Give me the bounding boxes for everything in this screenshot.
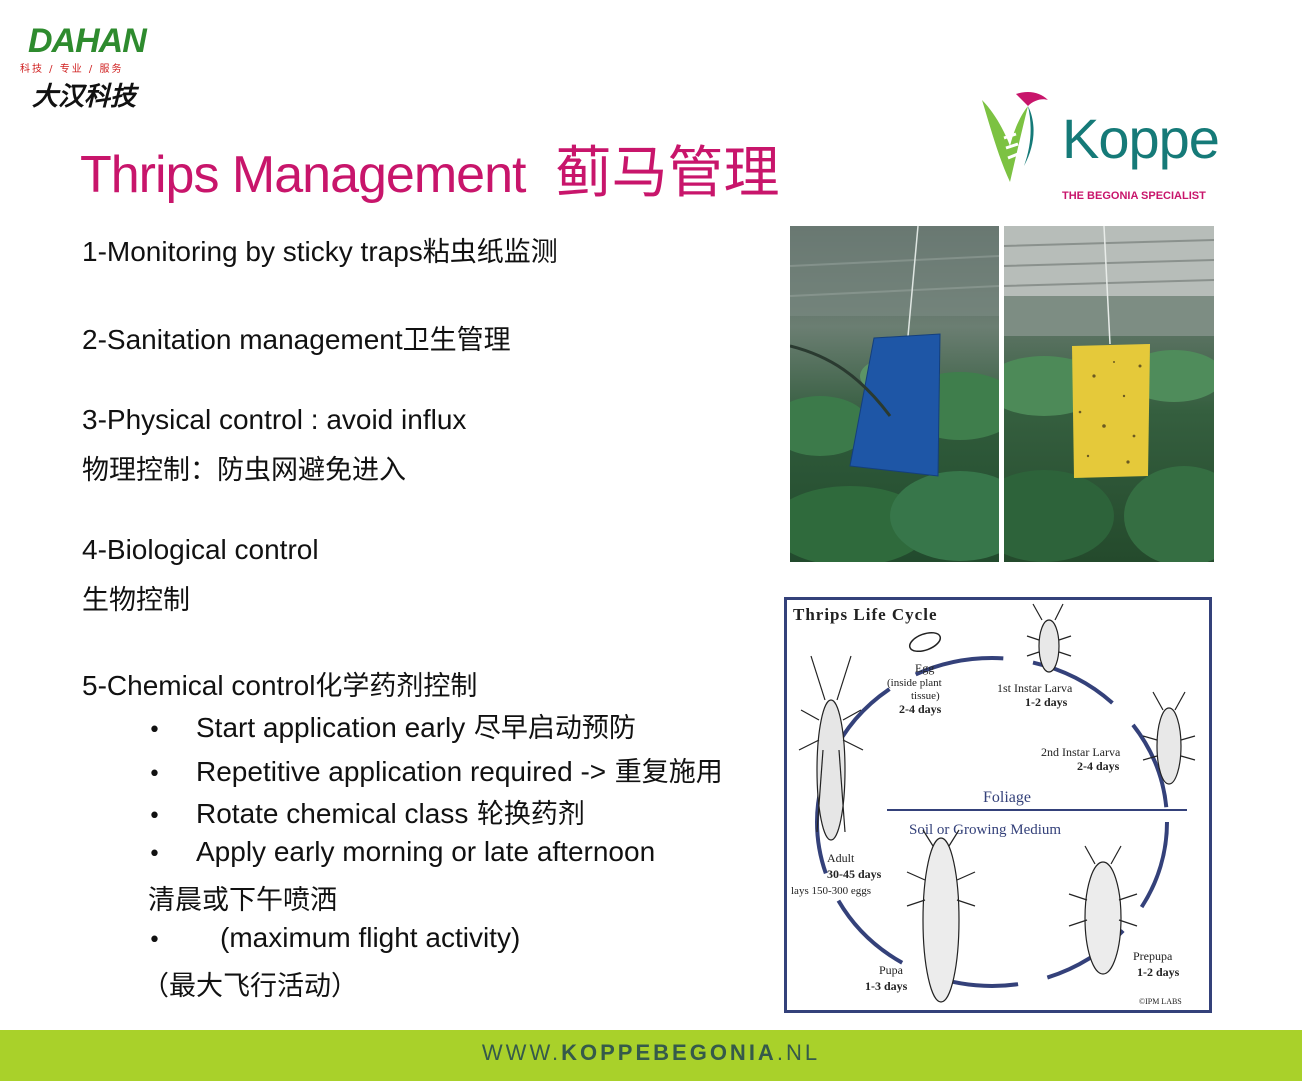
thrips-life-cycle-diagram: Thrips Life Cycle Foliage Soil or Growin… [784, 597, 1212, 1013]
label-egg-note2: tissue) [911, 690, 940, 702]
page-title-en: Thrips Management [80, 146, 526, 204]
dahan-logo-name: DAHAN [28, 22, 147, 60]
label-prepupa: Prepupa [1133, 949, 1173, 963]
bullet-icon: • [148, 762, 161, 787]
egg-icon [908, 631, 942, 653]
list-item-physical: 3-Physical control : avoid influx [82, 404, 467, 435]
page-title: Thrips Management 蓟马管理 [80, 128, 779, 209]
koppe-logo-name: Koppe [1062, 107, 1220, 170]
label-adult-days: 30-45 days [827, 867, 882, 881]
list-item-monitoring: 1-Monitoring by sticky traps粘虫纸监测 [82, 236, 558, 268]
label-adult-eggs: lays 150-300 eggs [791, 885, 871, 897]
footer-bar [0, 1030, 1302, 1081]
larva1-icon [1026, 603, 1072, 673]
label-soil: Soil or Growing Medium [909, 822, 1061, 838]
bullet-item-cn: （最大飞行活动） [142, 971, 358, 1002]
list-item-biological: 4-Biological control [82, 534, 319, 565]
photo-yellow-sticky-trap [1004, 226, 1214, 562]
prepupa-icon [1068, 845, 1138, 975]
dahan-logo-tagline: 科技 / 专业 / 服务 [20, 64, 124, 75]
list-item-biological-cn: 生物控制 [82, 585, 190, 616]
bullet-item: •Repetitive application required -> 重复施用 [148, 756, 723, 788]
bullet-item-cn: 清晨或下午喷洒 [148, 885, 337, 916]
photo-blue-sticky-trap [790, 226, 999, 562]
dahan-logo-cn: 大汉科技 [32, 82, 137, 112]
label-pupa: Pupa [879, 963, 904, 977]
bullet-item: •Apply early morning or late afternoon [148, 836, 656, 867]
koppe-logo-tagline: THE BEGONIA SPECIALIST [1062, 190, 1206, 202]
bullet-item: •Rotate chemical class 轮换药剂 [148, 798, 585, 830]
bullet-icon: • [148, 718, 161, 743]
lifecycle-title: Thrips Life Cycle [793, 605, 938, 624]
bullet-item: •(maximum flight activity) [148, 922, 521, 953]
label-larva1-days: 1-2 days [1025, 695, 1068, 709]
label-egg-days: 2-4 days [899, 702, 942, 716]
bullet-icon: • [148, 928, 161, 953]
koppe-leaf-icon [982, 92, 1048, 182]
label-adult: Adult [827, 851, 855, 865]
label-foliage: Foliage [983, 789, 1031, 806]
label-prepupa-days: 1-2 days [1137, 965, 1180, 979]
dahan-logo: DAHAN 科技 / 专业 / 服务 大汉科技 [18, 22, 168, 112]
list-item-chemical: 5-Chemical control化学药剂控制 [82, 670, 478, 702]
koppe-logo: Koppe THE BEGONIA SPECIALIST [976, 86, 1220, 206]
adult-thrips-icon [798, 655, 864, 841]
label-larva1: 1st Instar Larva [997, 681, 1073, 695]
list-item-physical-cn: 物理控制：防虫网避免进入 [82, 455, 406, 486]
label-egg: Egg [915, 661, 934, 675]
label-larva2-days: 2-4 days [1077, 759, 1120, 773]
label-larva2: 2nd Instar Larva [1041, 745, 1121, 759]
bullet-icon: • [148, 804, 161, 829]
larva2-icon [1142, 691, 1196, 785]
bullet-icon: • [148, 842, 161, 867]
list-item-sanitation: 2-Sanitation management卫生管理 [82, 324, 511, 356]
pupa-icon [906, 829, 976, 1003]
label-egg-note: (inside plant [887, 677, 942, 689]
label-credit: ©IPM LABS [1139, 997, 1182, 1006]
footer-url[interactable]: WWW.KOPPEBEGONIA.NL [481, 1040, 821, 1065]
page-title-cn: 蓟马管理 [555, 141, 780, 206]
bullet-item: •Start application early 尽早启动预防 [148, 712, 636, 744]
label-pupa-days: 1-3 days [865, 979, 908, 993]
